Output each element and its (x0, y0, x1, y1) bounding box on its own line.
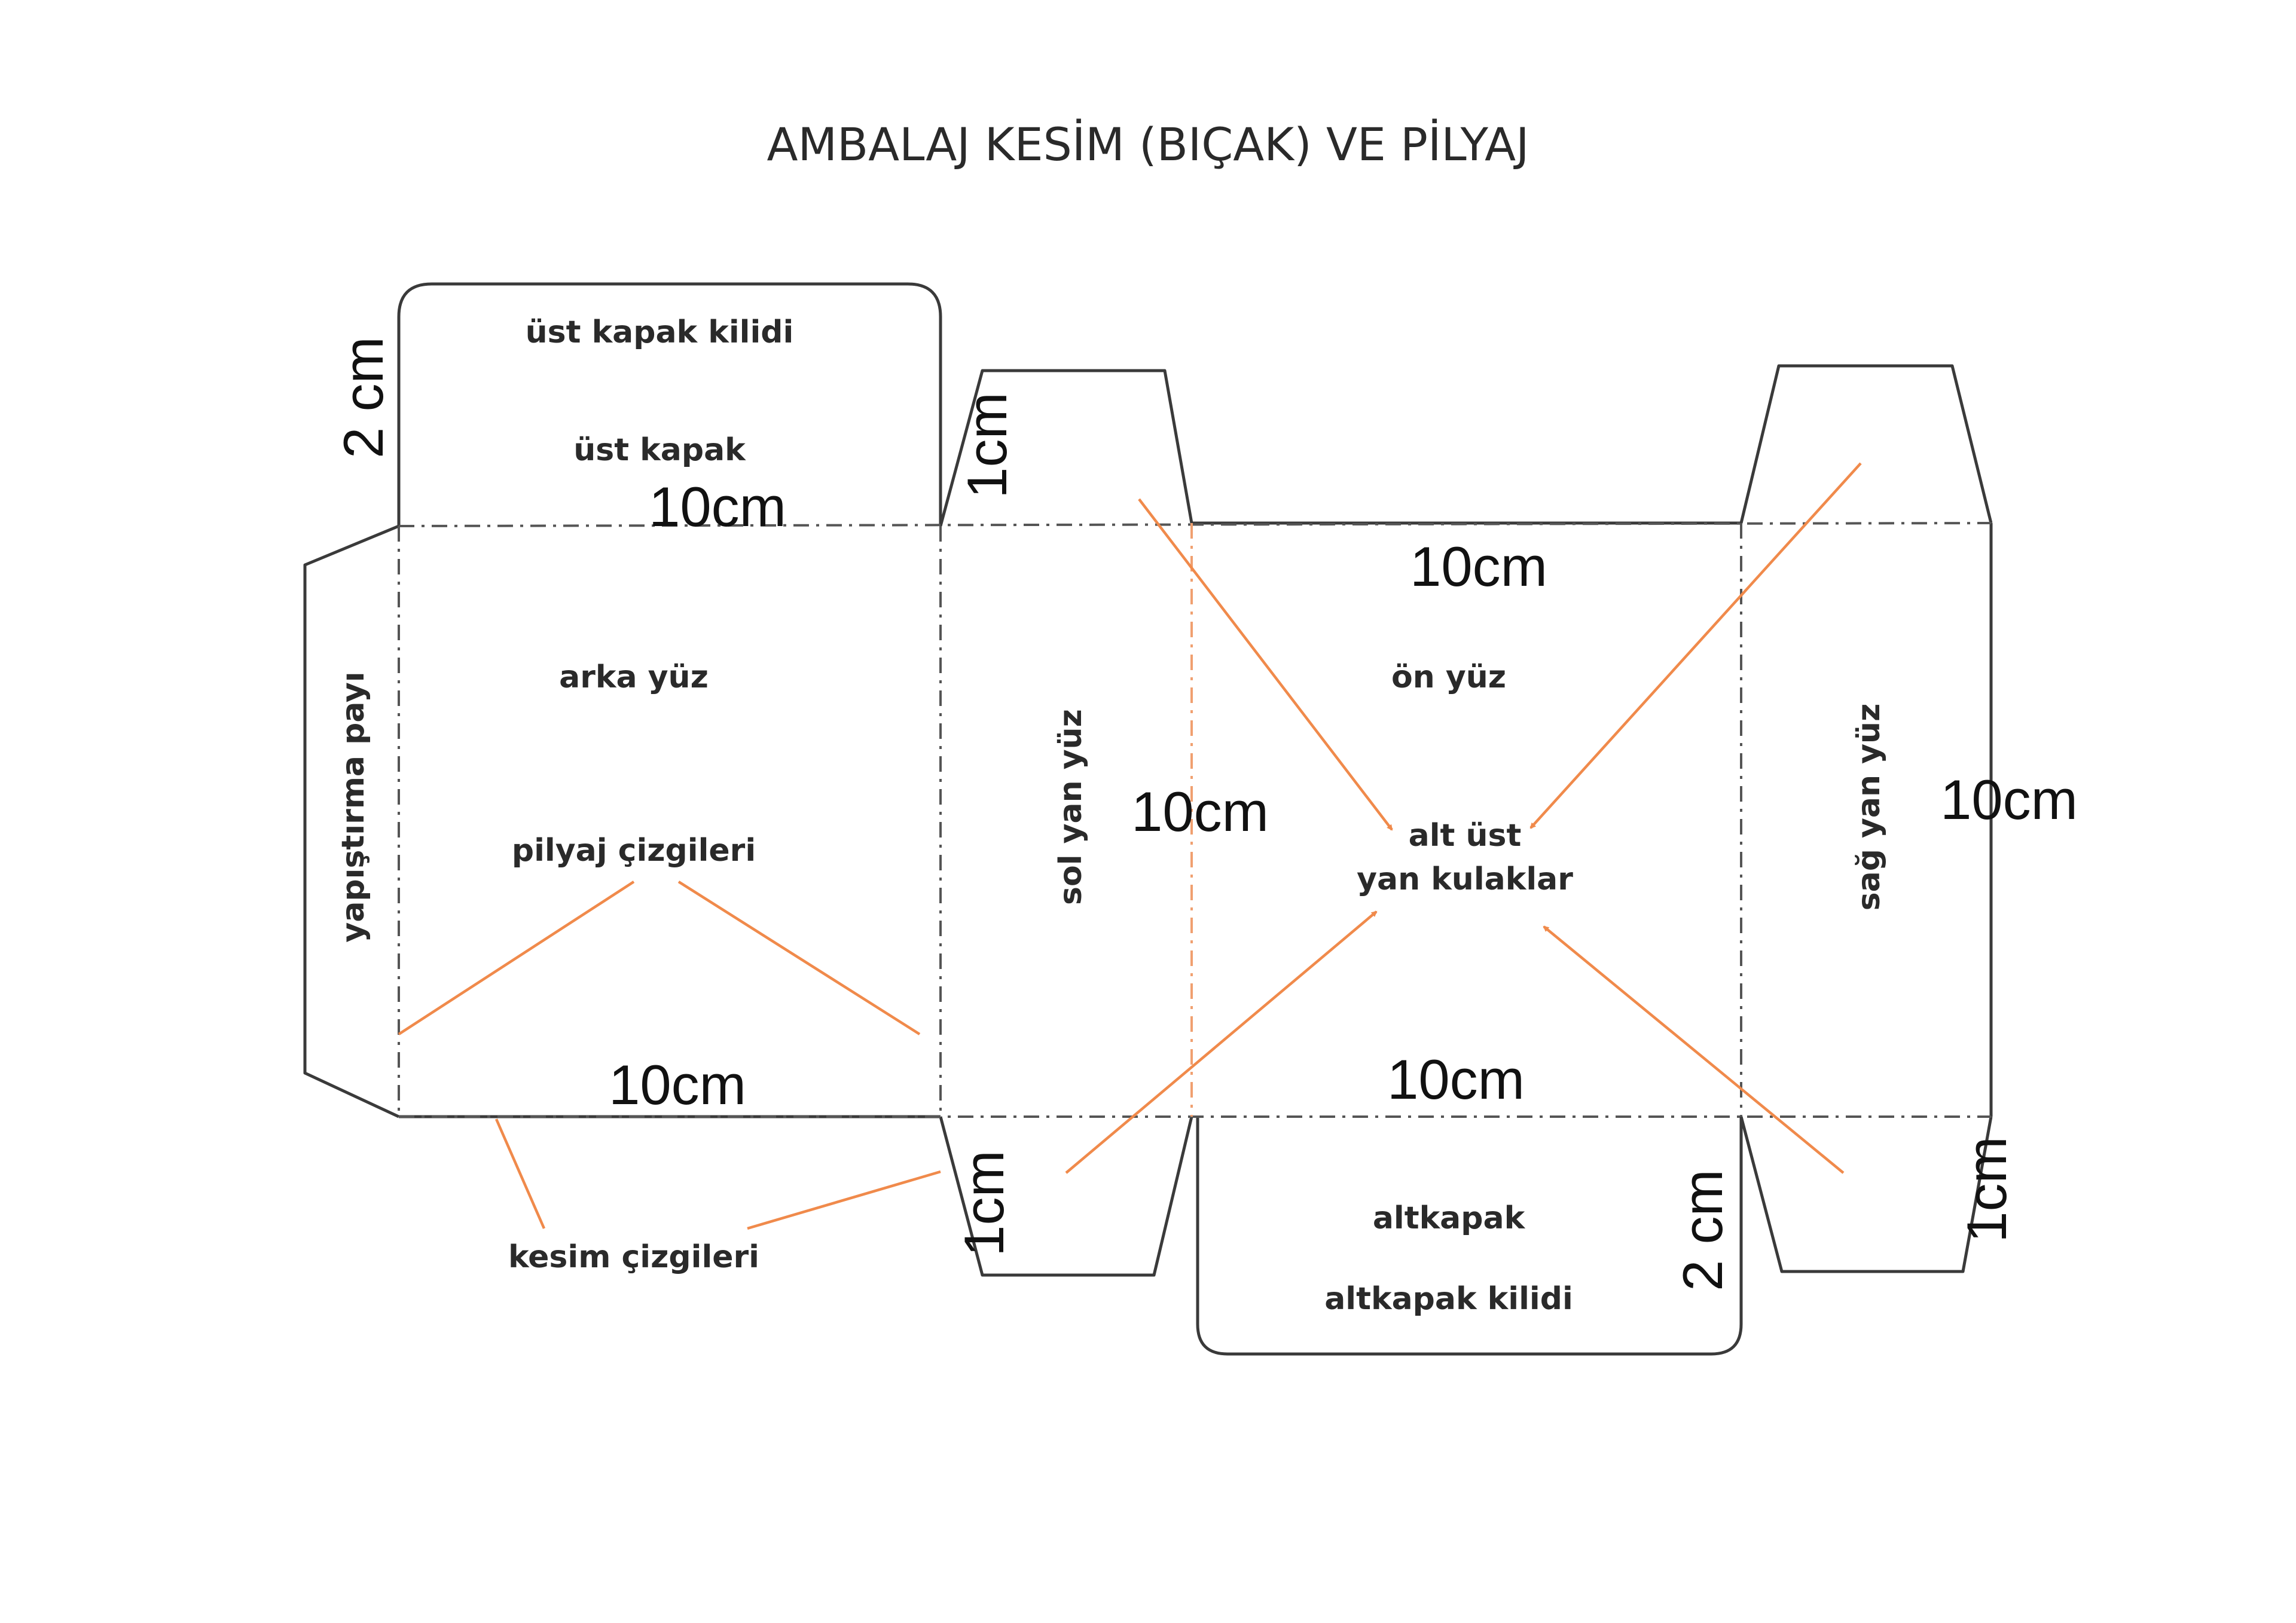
pointer-fold-right (677, 881, 921, 1035)
pointer-cut-right (747, 1170, 941, 1230)
dim-right-side-height: 10cm (1940, 768, 2078, 831)
dim-back-bottom-width: 10cm (609, 1053, 746, 1116)
label-fold-lines: pilyaj çizgileri (512, 833, 756, 869)
dim-left-flap-bottom: 1cm (952, 1150, 1015, 1257)
label-cut-lines: kesim çizgileri (508, 1239, 759, 1275)
label-top-lid: üst kapak (573, 432, 746, 468)
arrow-top-left-flap (1138, 498, 1393, 831)
dim-right-flap-bottom: 1cm (1955, 1136, 2018, 1243)
right-bottom-flap-outline (1739, 1116, 1993, 1273)
arrow-bottom-left-flap (1065, 910, 1378, 1174)
left-top-flap-outline (939, 369, 1193, 527)
glue-flap-outline (303, 524, 400, 1118)
dim-back-top-width: 10cm (649, 475, 786, 538)
top-lid-outline (397, 282, 942, 526)
label-right-side: sağ yan yüz (1851, 704, 1887, 911)
dim-bottom-lid-height: 2 cm (1671, 1169, 1734, 1291)
label-flaps-line1: alt üst (1409, 818, 1522, 854)
pointer-cut-left (494, 1118, 546, 1229)
bottom-lid-outline (1196, 1117, 1743, 1356)
dim-front-top-width: 10cm (1410, 535, 1547, 598)
right-top-flap-outline (1739, 364, 1993, 524)
label-left-side: sol yan yüz (1053, 709, 1089, 905)
dim-top-lid-height: 2 cm (332, 337, 395, 459)
pointer-lines (398, 462, 1862, 1230)
label-bottom-lid-lock: altkapak kilidi (1324, 1281, 1573, 1317)
label-bottom-lid: altkapak (1373, 1200, 1526, 1236)
label-front: ön yüz (1391, 659, 1506, 695)
arrow-bottom-right-flap (1543, 925, 1845, 1174)
dim-front-bottom-width: 10cm (1387, 1048, 1525, 1111)
fold-lines (398, 522, 1992, 1118)
label-glue-flap: yapıştırma payı (335, 671, 371, 942)
label-top-lid-lock: üst kapak kilidi (526, 314, 794, 350)
pointer-fold-left (398, 881, 635, 1035)
fold-line-top (398, 522, 1992, 527)
diagram-title: AMBALAJ KESİM (BIÇAK) VE PİLYAJ (767, 118, 1529, 171)
arrow-top-right-flap (1529, 462, 1862, 829)
left-bottom-flap-outline (939, 1116, 1193, 1277)
dim-left-flap-top: 1cm (955, 392, 1018, 499)
label-back: arka yüz (559, 659, 709, 695)
label-flaps-line2: yan kulaklar (1357, 861, 1573, 897)
dim-left-side-height: 10cm (1131, 780, 1269, 843)
